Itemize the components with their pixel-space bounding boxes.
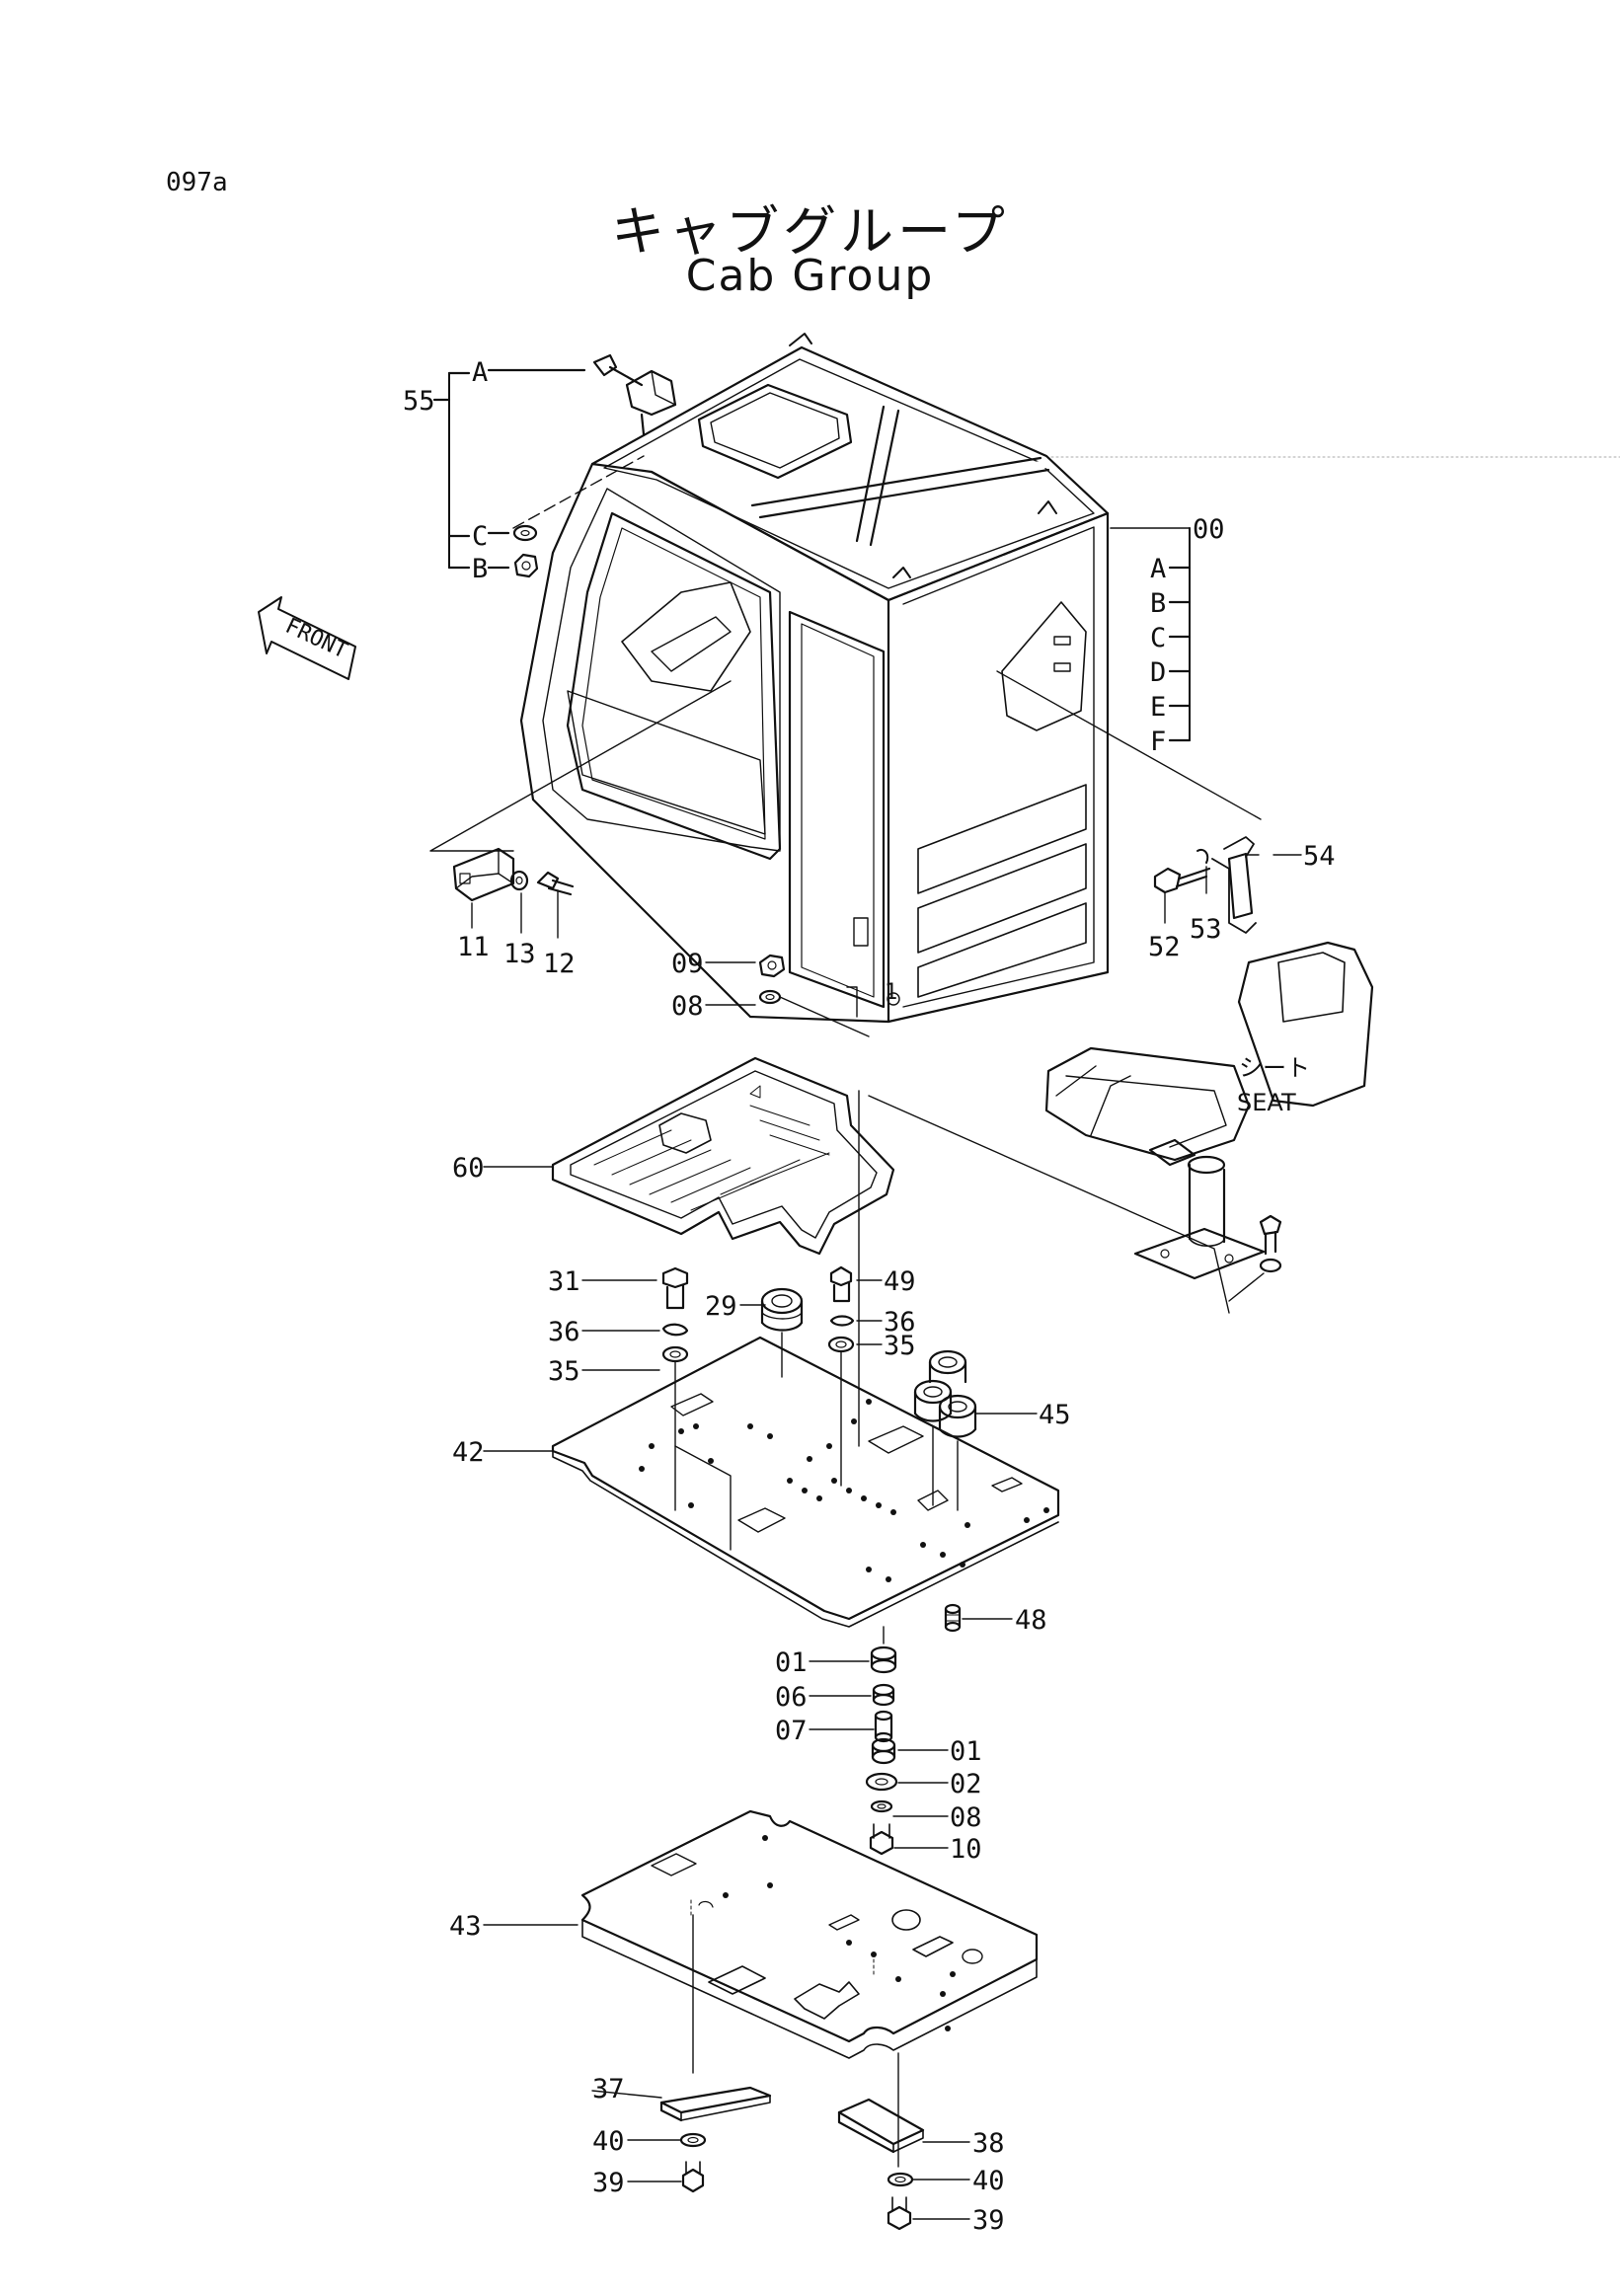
- mounts-45: [913, 1349, 1038, 1511]
- callout: 01: [950, 1736, 982, 1767]
- callout: 55: [403, 386, 435, 417]
- callout: C: [472, 521, 488, 552]
- part-00-bracket: [1110, 527, 1192, 742]
- bracket-37: [591, 2086, 772, 2122]
- callout: 43: [449, 1911, 482, 1942]
- callout: 39: [592, 2168, 625, 2198]
- callout: F: [1150, 727, 1166, 757]
- callout: 39: [972, 2205, 1005, 2236]
- lower-plate-43: [483, 1809, 1039, 2168]
- part-55-group: [432, 353, 677, 578]
- callout: 37: [592, 2074, 625, 2105]
- leader-54: [996, 670, 1262, 820]
- title-english: Cab Group: [685, 251, 935, 301]
- parts-52-54: [1153, 836, 1302, 934]
- parts-49-35-center: [827, 1265, 883, 1487]
- seat-label-jp: シート: [1239, 1054, 1310, 1082]
- callout: 54: [1303, 841, 1336, 872]
- callout: 00: [1193, 514, 1225, 545]
- callout: 02: [950, 1769, 982, 1799]
- callout: 09: [671, 949, 704, 979]
- parts-39-40-left: [627, 2132, 707, 2193]
- callout: 35: [548, 1356, 580, 1387]
- callout: 08: [950, 1802, 982, 1833]
- callout: B: [1150, 588, 1166, 619]
- callout: A: [1150, 554, 1166, 584]
- callout: 01: [775, 1647, 808, 1678]
- callout: 36: [884, 1307, 916, 1338]
- mount-29: [739, 1287, 804, 1378]
- parts-31-35-left: [581, 1266, 689, 1511]
- callout: 06: [775, 1682, 808, 1713]
- callout-labels: 55 A C B 00 A B C D E F 54 52 53 11 13 1…: [403, 357, 1336, 2236]
- callout: 08: [671, 991, 704, 1022]
- front-arrow: FRONT: [258, 596, 356, 680]
- callout: 53: [1190, 914, 1222, 945]
- callout: 07: [775, 1716, 808, 1746]
- mount-stack: [809, 1626, 949, 1856]
- front-label: FRONT: [281, 614, 351, 664]
- callout: 60: [452, 1153, 485, 1184]
- leader-cab-seat: [868, 1095, 1230, 1314]
- callout: 31: [548, 1266, 580, 1297]
- title-japanese: キャブグループ: [611, 200, 1009, 263]
- callout: C: [1150, 623, 1166, 653]
- floor-mat-60: [483, 1056, 895, 1256]
- parts-11-13: [452, 847, 575, 939]
- parts-39-40-right: [887, 2172, 970, 2231]
- seat-label-en: SEAT: [1237, 1089, 1296, 1116]
- bracket-38: [837, 2098, 970, 2154]
- callout: 42: [452, 1437, 485, 1468]
- callout: 48: [1015, 1605, 1047, 1636]
- leader-11: [429, 680, 732, 852]
- floor-plate-42: [483, 1336, 1060, 1628]
- leader-55-dashed: [512, 455, 645, 529]
- callout: 35: [884, 1331, 916, 1361]
- cab-assembly: 1: [519, 333, 1110, 1024]
- callout: 52: [1148, 932, 1181, 962]
- small-mark: 1: [885, 980, 897, 1005]
- callout: 40: [972, 2166, 1005, 2196]
- callout: 29: [705, 1291, 737, 1322]
- callout: A: [472, 357, 488, 388]
- callout: 49: [884, 1266, 916, 1297]
- callout: 40: [592, 2126, 625, 2157]
- page-code: 097a: [166, 168, 228, 197]
- callout: 36: [548, 1317, 580, 1347]
- callout: 13: [503, 939, 536, 969]
- callout: 12: [543, 949, 576, 979]
- seat: シート SEAT: [1044, 941, 1374, 1302]
- callout: 45: [1039, 1400, 1071, 1430]
- callout: B: [472, 554, 488, 584]
- callout: 38: [972, 2128, 1005, 2159]
- plug-48: [944, 1603, 1013, 1633]
- callout: 10: [950, 1834, 982, 1865]
- callout: D: [1150, 657, 1166, 688]
- callout: E: [1150, 692, 1166, 723]
- parts-08-09-upper: [705, 954, 870, 1037]
- callout: 11: [457, 932, 490, 962]
